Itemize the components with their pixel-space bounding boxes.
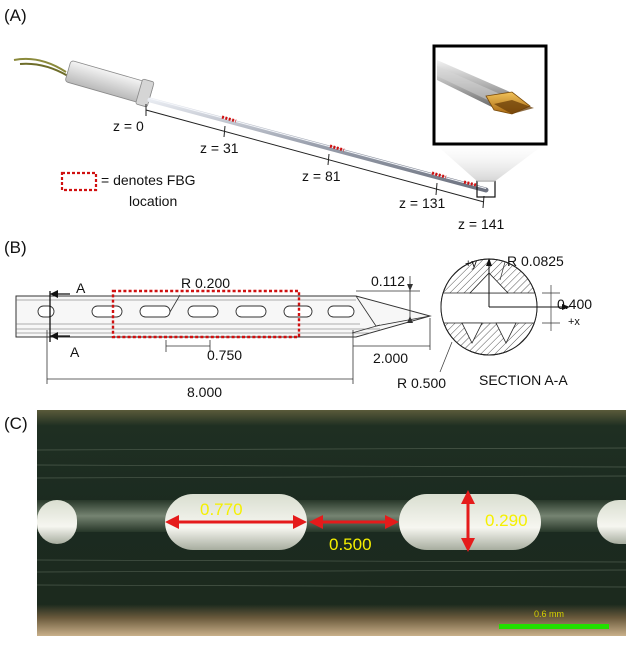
radius-slot-label: R 0.200 bbox=[181, 275, 231, 291]
z-label-31: z = 31 bbox=[200, 140, 239, 156]
panel-b-letter: (B) bbox=[4, 238, 27, 257]
radius-small-label: R 0.0825 bbox=[507, 253, 564, 269]
section-marker-top: A bbox=[76, 280, 86, 296]
section-marker-bottom: A bbox=[70, 344, 80, 360]
fbg-region-box bbox=[111, 289, 301, 339]
needle-handle bbox=[65, 60, 155, 108]
needle-section-drawing bbox=[15, 295, 432, 338]
optical-fiber-lead bbox=[19, 62, 69, 77]
z-dimension-line bbox=[145, 109, 485, 203]
slot-gap-arrow bbox=[309, 515, 399, 529]
scale-bar bbox=[499, 624, 609, 629]
bevel-height-label: 0.112 bbox=[371, 273, 405, 289]
tip-length-label: 2.000 bbox=[373, 350, 409, 366]
axis-x-label: +x bbox=[568, 316, 580, 328]
slot-width-value: 0.290 bbox=[485, 511, 528, 530]
magnification-cone bbox=[434, 143, 546, 182]
slot-length-arrow bbox=[165, 515, 307, 529]
tip-inset-image bbox=[437, 60, 534, 115]
optical-fiber-lead bbox=[13, 57, 67, 73]
radius-outer-label: R 0.500 bbox=[397, 375, 447, 391]
slot-width-arrow bbox=[461, 490, 475, 552]
panel-a-letter: (A) bbox=[4, 6, 27, 25]
z-label-141: z = 141 bbox=[458, 216, 505, 232]
slot-length-value: 0.770 bbox=[200, 500, 243, 519]
section-a-a-view bbox=[439, 258, 570, 373]
z-label-131: z = 131 bbox=[399, 195, 446, 211]
section-title: SECTION A-A bbox=[479, 372, 568, 388]
fbg-marker-1 bbox=[221, 115, 237, 123]
section-cut-line bbox=[49, 290, 70, 342]
micrograph-image bbox=[37, 410, 626, 636]
panel-a-drawing bbox=[13, 44, 570, 384]
needle-shaft bbox=[147, 97, 489, 193]
axis-y-label: +y bbox=[465, 258, 477, 270]
total-length-label: 8.000 bbox=[187, 384, 223, 400]
slot-pitch-label: 0.750 bbox=[207, 347, 243, 363]
fbg-legend-text: = denotes FBG bbox=[101, 172, 196, 188]
z-label-0: z = 0 bbox=[113, 118, 144, 134]
fbg-legend-text-2: location bbox=[129, 193, 178, 209]
micrograph: 0.770 0.500 0.290 0.6 mm bbox=[37, 410, 626, 636]
panel-c-letter: (C) bbox=[4, 414, 28, 433]
diameter-label: 0.400 bbox=[557, 296, 593, 312]
z-label-81: z = 81 bbox=[302, 168, 341, 184]
slot-gap-value: 0.500 bbox=[329, 535, 372, 554]
fbg-marker-3 bbox=[431, 171, 447, 179]
fbg-marker-2 bbox=[329, 144, 345, 152]
fbg-legend-box bbox=[60, 171, 98, 192]
scale-bar-label: 0.6 mm bbox=[534, 609, 565, 619]
